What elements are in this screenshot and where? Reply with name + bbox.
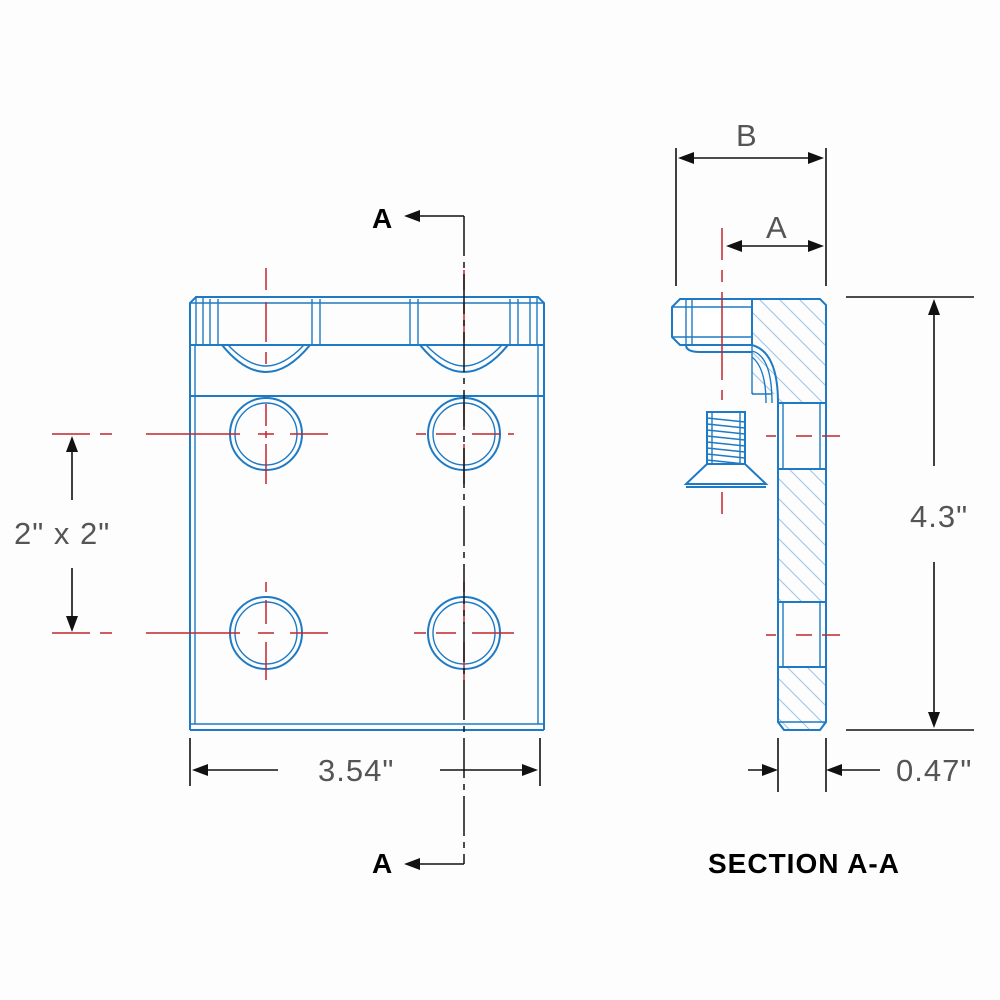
hole-spacing-label: 2" x 2" bbox=[14, 516, 110, 551]
width-dimension bbox=[189, 738, 541, 786]
section-view bbox=[671, 148, 974, 792]
dimension-a-label: A bbox=[766, 210, 788, 245]
hole-spacing-dimension bbox=[66, 436, 78, 632]
thickness-label: 0.47" bbox=[896, 753, 972, 788]
section-marker-top: A bbox=[372, 203, 393, 234]
section-title: SECTION A-A bbox=[708, 848, 900, 879]
height-label: 4.3" bbox=[910, 499, 968, 534]
dimension-b bbox=[675, 148, 827, 286]
front-view bbox=[52, 210, 545, 870]
section-marker-bottom: A bbox=[372, 848, 393, 879]
centerlines-front bbox=[52, 268, 514, 680]
section-cut-line bbox=[404, 210, 465, 870]
thickness-dimension bbox=[748, 738, 880, 792]
plate-body bbox=[189, 345, 545, 731]
dimension-a bbox=[726, 240, 824, 252]
width-label: 3.54" bbox=[318, 753, 394, 788]
top-rail bbox=[189, 296, 545, 374]
height-dimension bbox=[846, 296, 974, 731]
dimension-b-label: B bbox=[736, 118, 758, 153]
screw bbox=[683, 411, 769, 488]
centerlines-section bbox=[721, 228, 840, 636]
